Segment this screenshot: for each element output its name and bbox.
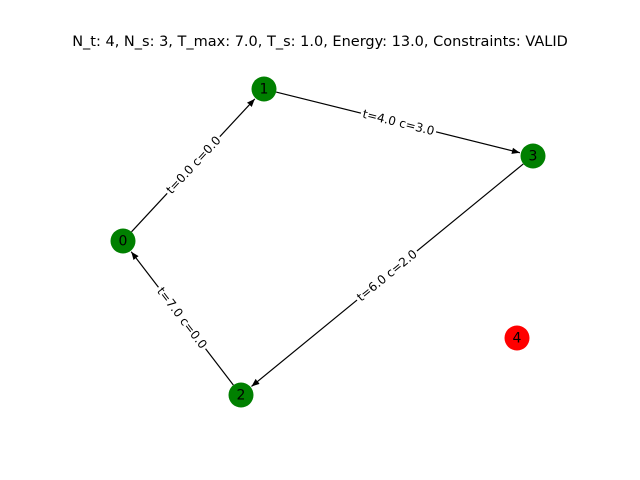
edge-label-background: [161, 131, 226, 199]
node-label: 3: [529, 149, 538, 165]
edge-label-group: t=4.0 c=3.0: [359, 105, 438, 140]
node-4: [504, 325, 530, 351]
edge-label-background: [152, 282, 212, 354]
edge-label: t=4.0 c=3.0: [361, 107, 436, 138]
page-title: N_t: 4, N_s: 3, T_max: 7.0, T_s: 1.0, En…: [72, 34, 568, 50]
edge-label-background: [351, 244, 423, 307]
edge-label: t=7.0 c=0.0: [154, 285, 210, 352]
node-label: 1: [260, 82, 269, 98]
node-3: [520, 143, 546, 169]
edge-label: t=0.0 c=0.0: [163, 133, 223, 196]
node-0: [110, 228, 136, 254]
edge-label-background: [359, 105, 438, 140]
edge-label-group: t=7.0 c=0.0: [152, 282, 212, 354]
edge-label: t=6.0 c=2.0: [354, 247, 420, 304]
node-label: 4: [513, 331, 522, 347]
edge-label-group: t=6.0 c=2.0: [351, 244, 423, 307]
edge-label-group: t=0.0 c=0.0: [161, 131, 226, 199]
node-label: 0: [119, 234, 128, 250]
node-1: [251, 76, 277, 102]
node-label: 2: [237, 388, 246, 404]
node-2: [228, 382, 254, 408]
